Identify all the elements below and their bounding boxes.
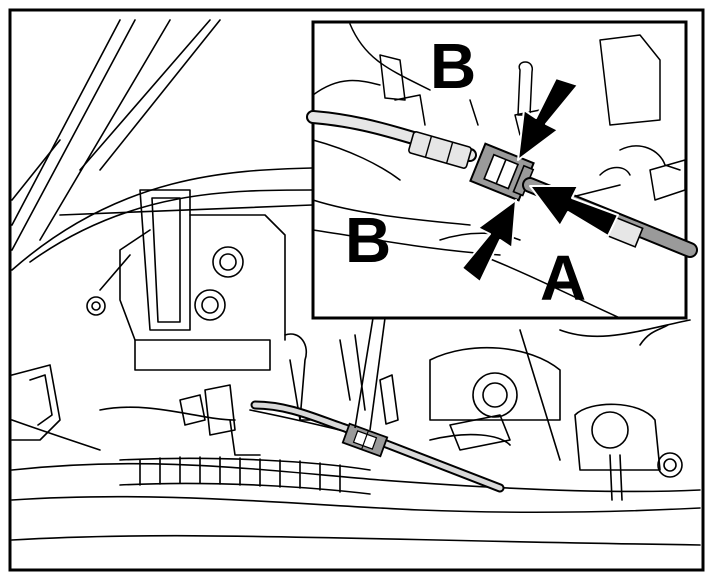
arrow-icon bbox=[529, 185, 619, 237]
inset-leader bbox=[354, 317, 386, 431]
engine-bay bbox=[11, 19, 701, 546]
callout-b-top: B bbox=[430, 30, 476, 102]
arrow-icon bbox=[461, 199, 517, 283]
connector-icon bbox=[341, 422, 389, 458]
callout-b-left: B bbox=[345, 204, 391, 276]
detail-inset: B B A bbox=[306, 20, 698, 320]
main-harness bbox=[250, 400, 505, 493]
arrow-icon bbox=[517, 77, 579, 161]
callout-a: A bbox=[540, 242, 586, 314]
